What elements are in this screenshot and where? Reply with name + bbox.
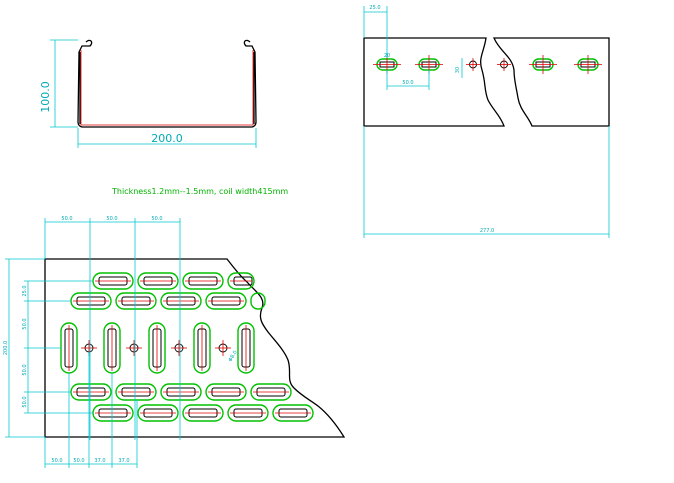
slot — [92, 272, 134, 290]
spec-note: Thickness1.2mm--1.5mm, coil width415mm — [111, 187, 288, 196]
slot — [160, 292, 202, 310]
slot — [137, 404, 179, 422]
slots-row-4 — [92, 404, 314, 422]
side-right-piece — [493, 37, 610, 127]
slot — [92, 404, 134, 422]
bottom-bottom-dims: 50.0 50.0 37.0 37.0 — [44, 352, 138, 468]
side-vert-dim-label: 30 — [455, 67, 461, 73]
width-dim-label: 200.0 — [151, 132, 183, 145]
slot — [227, 272, 255, 290]
side-slots — [373, 55, 602, 74]
slot — [115, 292, 157, 310]
vertical-slot — [237, 322, 255, 374]
bottom-dim-4: 37.0 — [118, 458, 129, 464]
channel-profile — [77, 39, 257, 128]
bottom-dim-3: 37.0 — [94, 458, 105, 464]
left-dim-2: 50.0 — [22, 318, 28, 329]
left-dim-4: 50.0 — [22, 396, 28, 407]
channel-inner-line — [80, 50, 254, 126]
top-dim-3: 50.0 — [151, 216, 162, 222]
bottom-dim-2: 50.0 — [73, 458, 84, 464]
side-slot-dim-label: 20 — [384, 53, 390, 59]
left-dim-3: 50.0 — [22, 364, 28, 375]
side-pitch-dim-label: 50.0 — [402, 80, 413, 86]
side-left-piece — [363, 37, 505, 127]
slot — [182, 404, 224, 422]
slot — [137, 272, 179, 290]
top-dim-1: 50.0 — [61, 216, 72, 222]
overall-height-label: 200.0 — [3, 341, 9, 355]
slot — [182, 272, 224, 290]
bottom-left-dims: 200.0 25.0 50.0 50.0 50.0 — [3, 258, 93, 438]
slot — [250, 383, 292, 401]
side-length-dim-label: 277.0 — [480, 228, 494, 234]
side-view: 25.0 20 50.0 30 277.0 — [363, 5, 610, 238]
vertical-slot — [103, 322, 121, 374]
slots-row-1 — [92, 272, 255, 290]
slot — [115, 383, 157, 401]
height-dim-label: 100.0 — [39, 81, 52, 113]
side-slot — [574, 55, 602, 74]
slot — [205, 292, 247, 310]
hole-dim-label: Φ8.0 — [228, 350, 239, 363]
side-hole — [466, 58, 480, 71]
hole — [171, 340, 187, 356]
bottom-top-dims: 50.0 50.0 50.0 — [44, 216, 181, 440]
plate-outline — [44, 258, 346, 438]
vertical-slot — [193, 322, 211, 374]
side-hole — [497, 58, 511, 71]
slot — [160, 383, 202, 401]
left-dim-1: 25.0 — [22, 285, 28, 296]
top-dim-2: 50.0 — [106, 216, 117, 222]
slot — [250, 292, 266, 310]
slot — [227, 404, 269, 422]
slot — [205, 383, 247, 401]
vertical-slot — [60, 322, 78, 374]
vertical-slot — [148, 322, 166, 374]
profile-view: 100.0 200.0 — [39, 39, 257, 148]
slot — [70, 383, 112, 401]
hole — [126, 340, 142, 356]
side-slot — [529, 55, 557, 74]
slot — [272, 404, 314, 422]
bottom-view: Φ8.0 50.0 50.0 50.0 — [3, 216, 346, 468]
slots-row-2 — [70, 292, 266, 310]
side-top-dim-label: 25.0 — [369, 5, 380, 11]
slots-row-3 — [70, 383, 292, 401]
hole — [215, 340, 231, 356]
bottom-dim-1: 50.0 — [51, 458, 62, 464]
slot — [70, 292, 112, 310]
slots-vertical-row — [60, 322, 255, 374]
